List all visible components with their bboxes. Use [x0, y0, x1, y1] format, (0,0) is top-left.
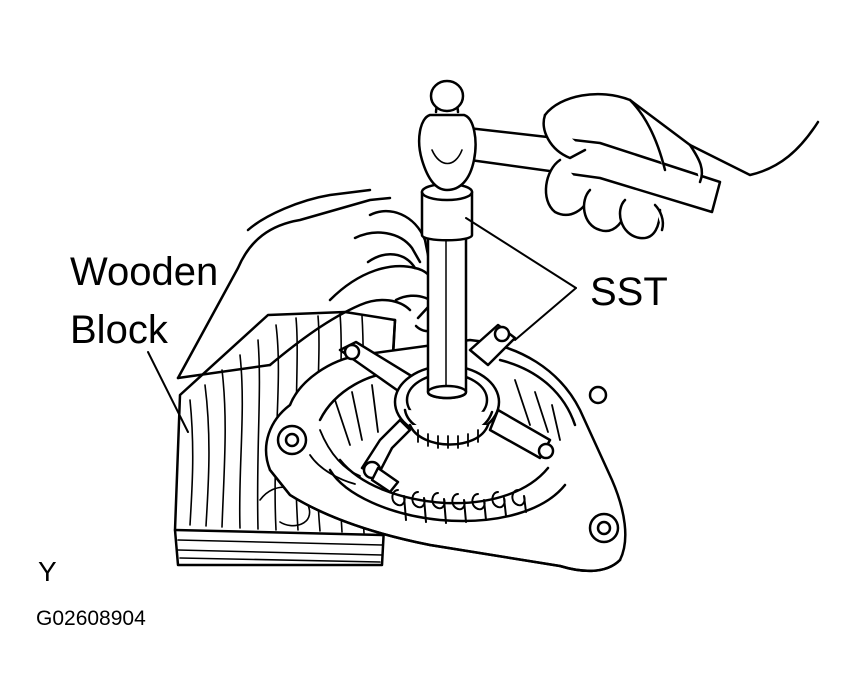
left-hand [176, 188, 442, 380]
hammer [418, 79, 722, 214]
sst-puller [338, 323, 555, 494]
view-marker: Y [38, 556, 57, 587]
sst-label: SST [590, 270, 668, 314]
callout-leaders [147, 217, 577, 433]
wooden-block-label-line2: Block [70, 308, 168, 352]
figure-code: G02608904 [36, 607, 146, 630]
sst-shaft [420, 182, 474, 400]
alternator [264, 338, 627, 573]
right-hand [542, 92, 820, 240]
wooden-block-label: Wooden [70, 250, 219, 294]
